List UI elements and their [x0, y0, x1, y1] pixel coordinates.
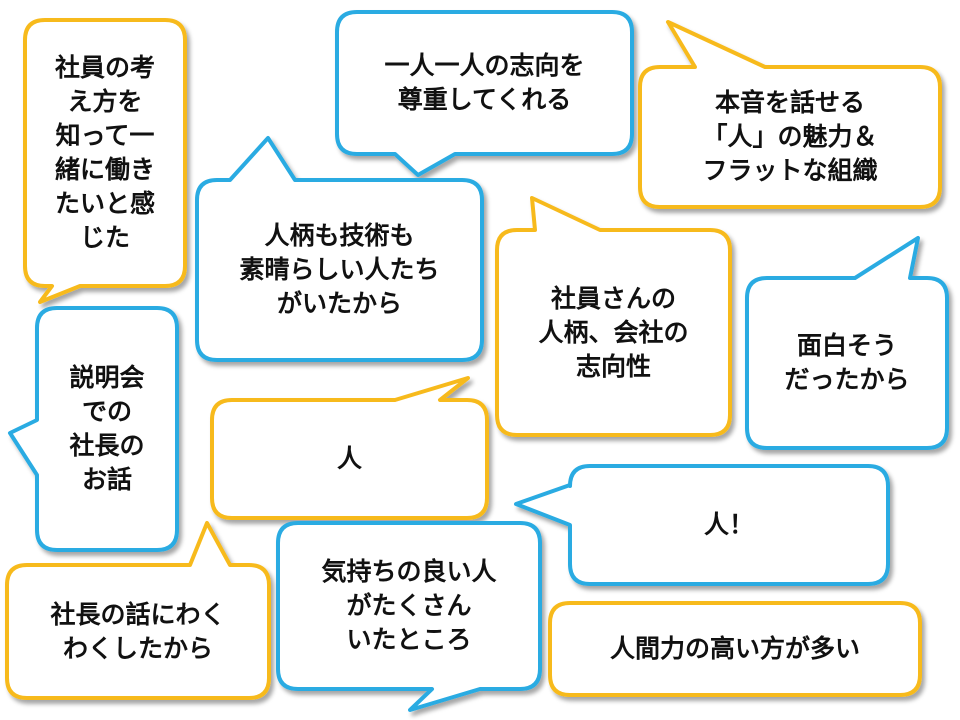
- bubble-honest-talk: [638, 20, 942, 209]
- bubble-excited: [5, 521, 271, 700]
- bubble-high-humanity: [548, 601, 922, 697]
- bubble-looked-fun: [745, 236, 949, 450]
- bubble-people: [210, 376, 489, 520]
- bubble-people-exclaim: [514, 464, 890, 586]
- bubble-president-talk: [8, 306, 179, 552]
- bubble-great-people: [195, 136, 484, 362]
- bubble-respect-aspirations: [335, 10, 634, 177]
- bubble-work-with-staff: [23, 18, 187, 304]
- bubble-pleasant-people: [276, 521, 542, 712]
- bubble-company-orientation: [495, 196, 732, 437]
